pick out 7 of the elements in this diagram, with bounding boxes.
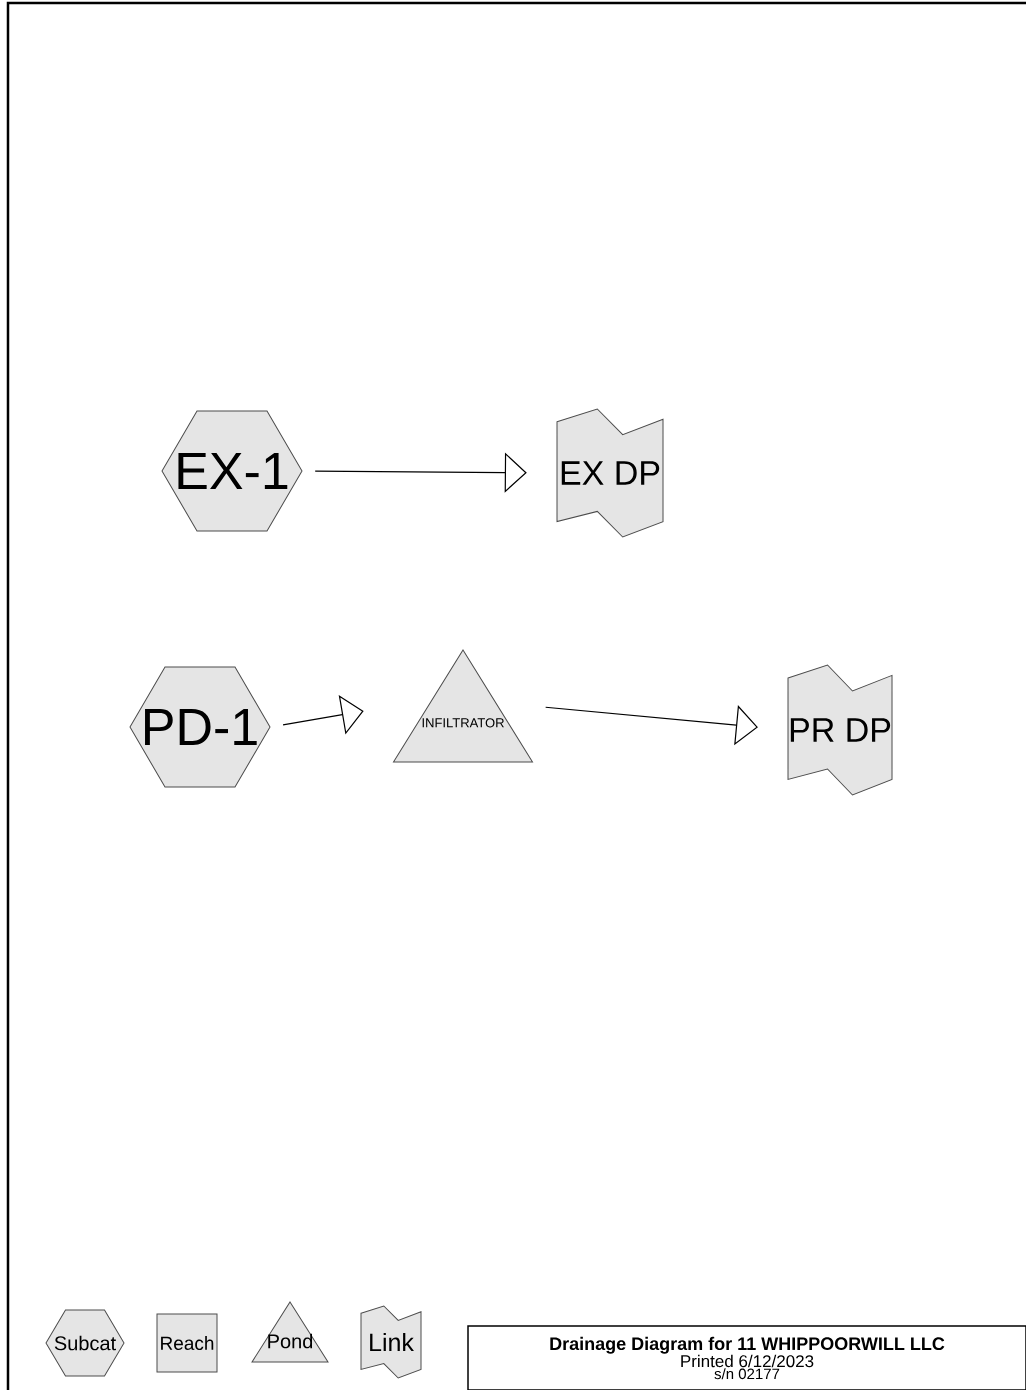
pond-triangle: INFILTRATOR: [393, 649, 533, 763]
subcatchment-hexagon: Subcat: [45, 1309, 125, 1377]
subcatchment-hexagon: PD-1: [129, 666, 271, 788]
pond-triangle: Pond: [251, 1301, 329, 1363]
title-block: Drainage Diagram for 11 WHIPPOORWILL LLC Printed 6/12/2023 s/n 02177: [467, 1325, 1026, 1390]
subcatchment-hexagon: EX-1: [161, 410, 303, 532]
reach-box: Reach: [156, 1313, 218, 1373]
